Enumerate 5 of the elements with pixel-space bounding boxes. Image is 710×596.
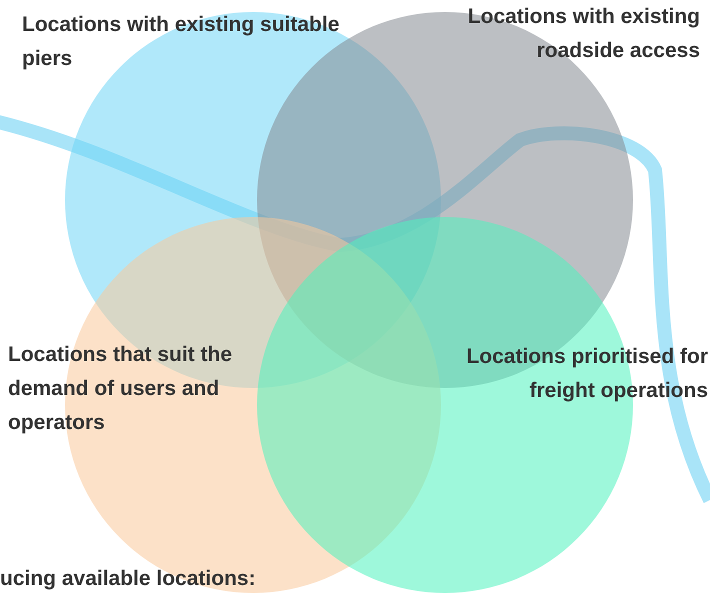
circle-label: Locations with existing roadside access: [466, 4, 700, 64]
circle-label: Locations that suit the demand of users and operators: [8, 342, 234, 436]
circle-label: Locations prioritised for freight operations: [465, 344, 708, 404]
caption-text: ucing available locations:: [0, 566, 256, 592]
circle-label: Locations with existing suitable piers: [22, 12, 340, 72]
